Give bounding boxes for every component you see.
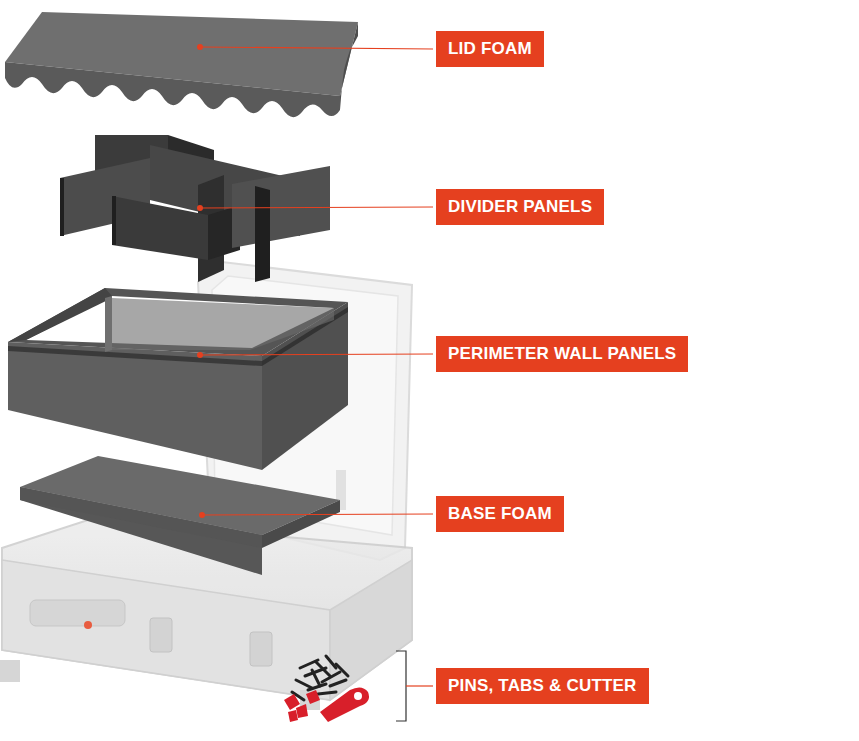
pins-tabs-cutter [284,656,369,722]
part-label: BASE FOAM [448,504,552,524]
bracket [396,651,433,721]
label-box: DIVIDER PANELS [436,189,604,225]
part-label: DIVIDER PANELS [448,197,592,217]
label-box: BASE FOAM [436,496,564,532]
part-label: PERIMETER WALL PANELS [448,344,676,364]
perimeter-wall [8,288,348,470]
base-foam [20,456,340,575]
label-box: PERIMETER WALL PANELS [436,336,688,372]
divider-panels [60,135,330,282]
leader-lines [197,44,433,518]
part-label: LID FOAM [448,39,532,59]
part-label: PINS, TABS & CUTTER [448,676,637,696]
label-box: PINS, TABS & CUTTER [436,668,649,704]
label-box: LID FOAM [436,31,544,67]
lid-foam [5,12,358,117]
